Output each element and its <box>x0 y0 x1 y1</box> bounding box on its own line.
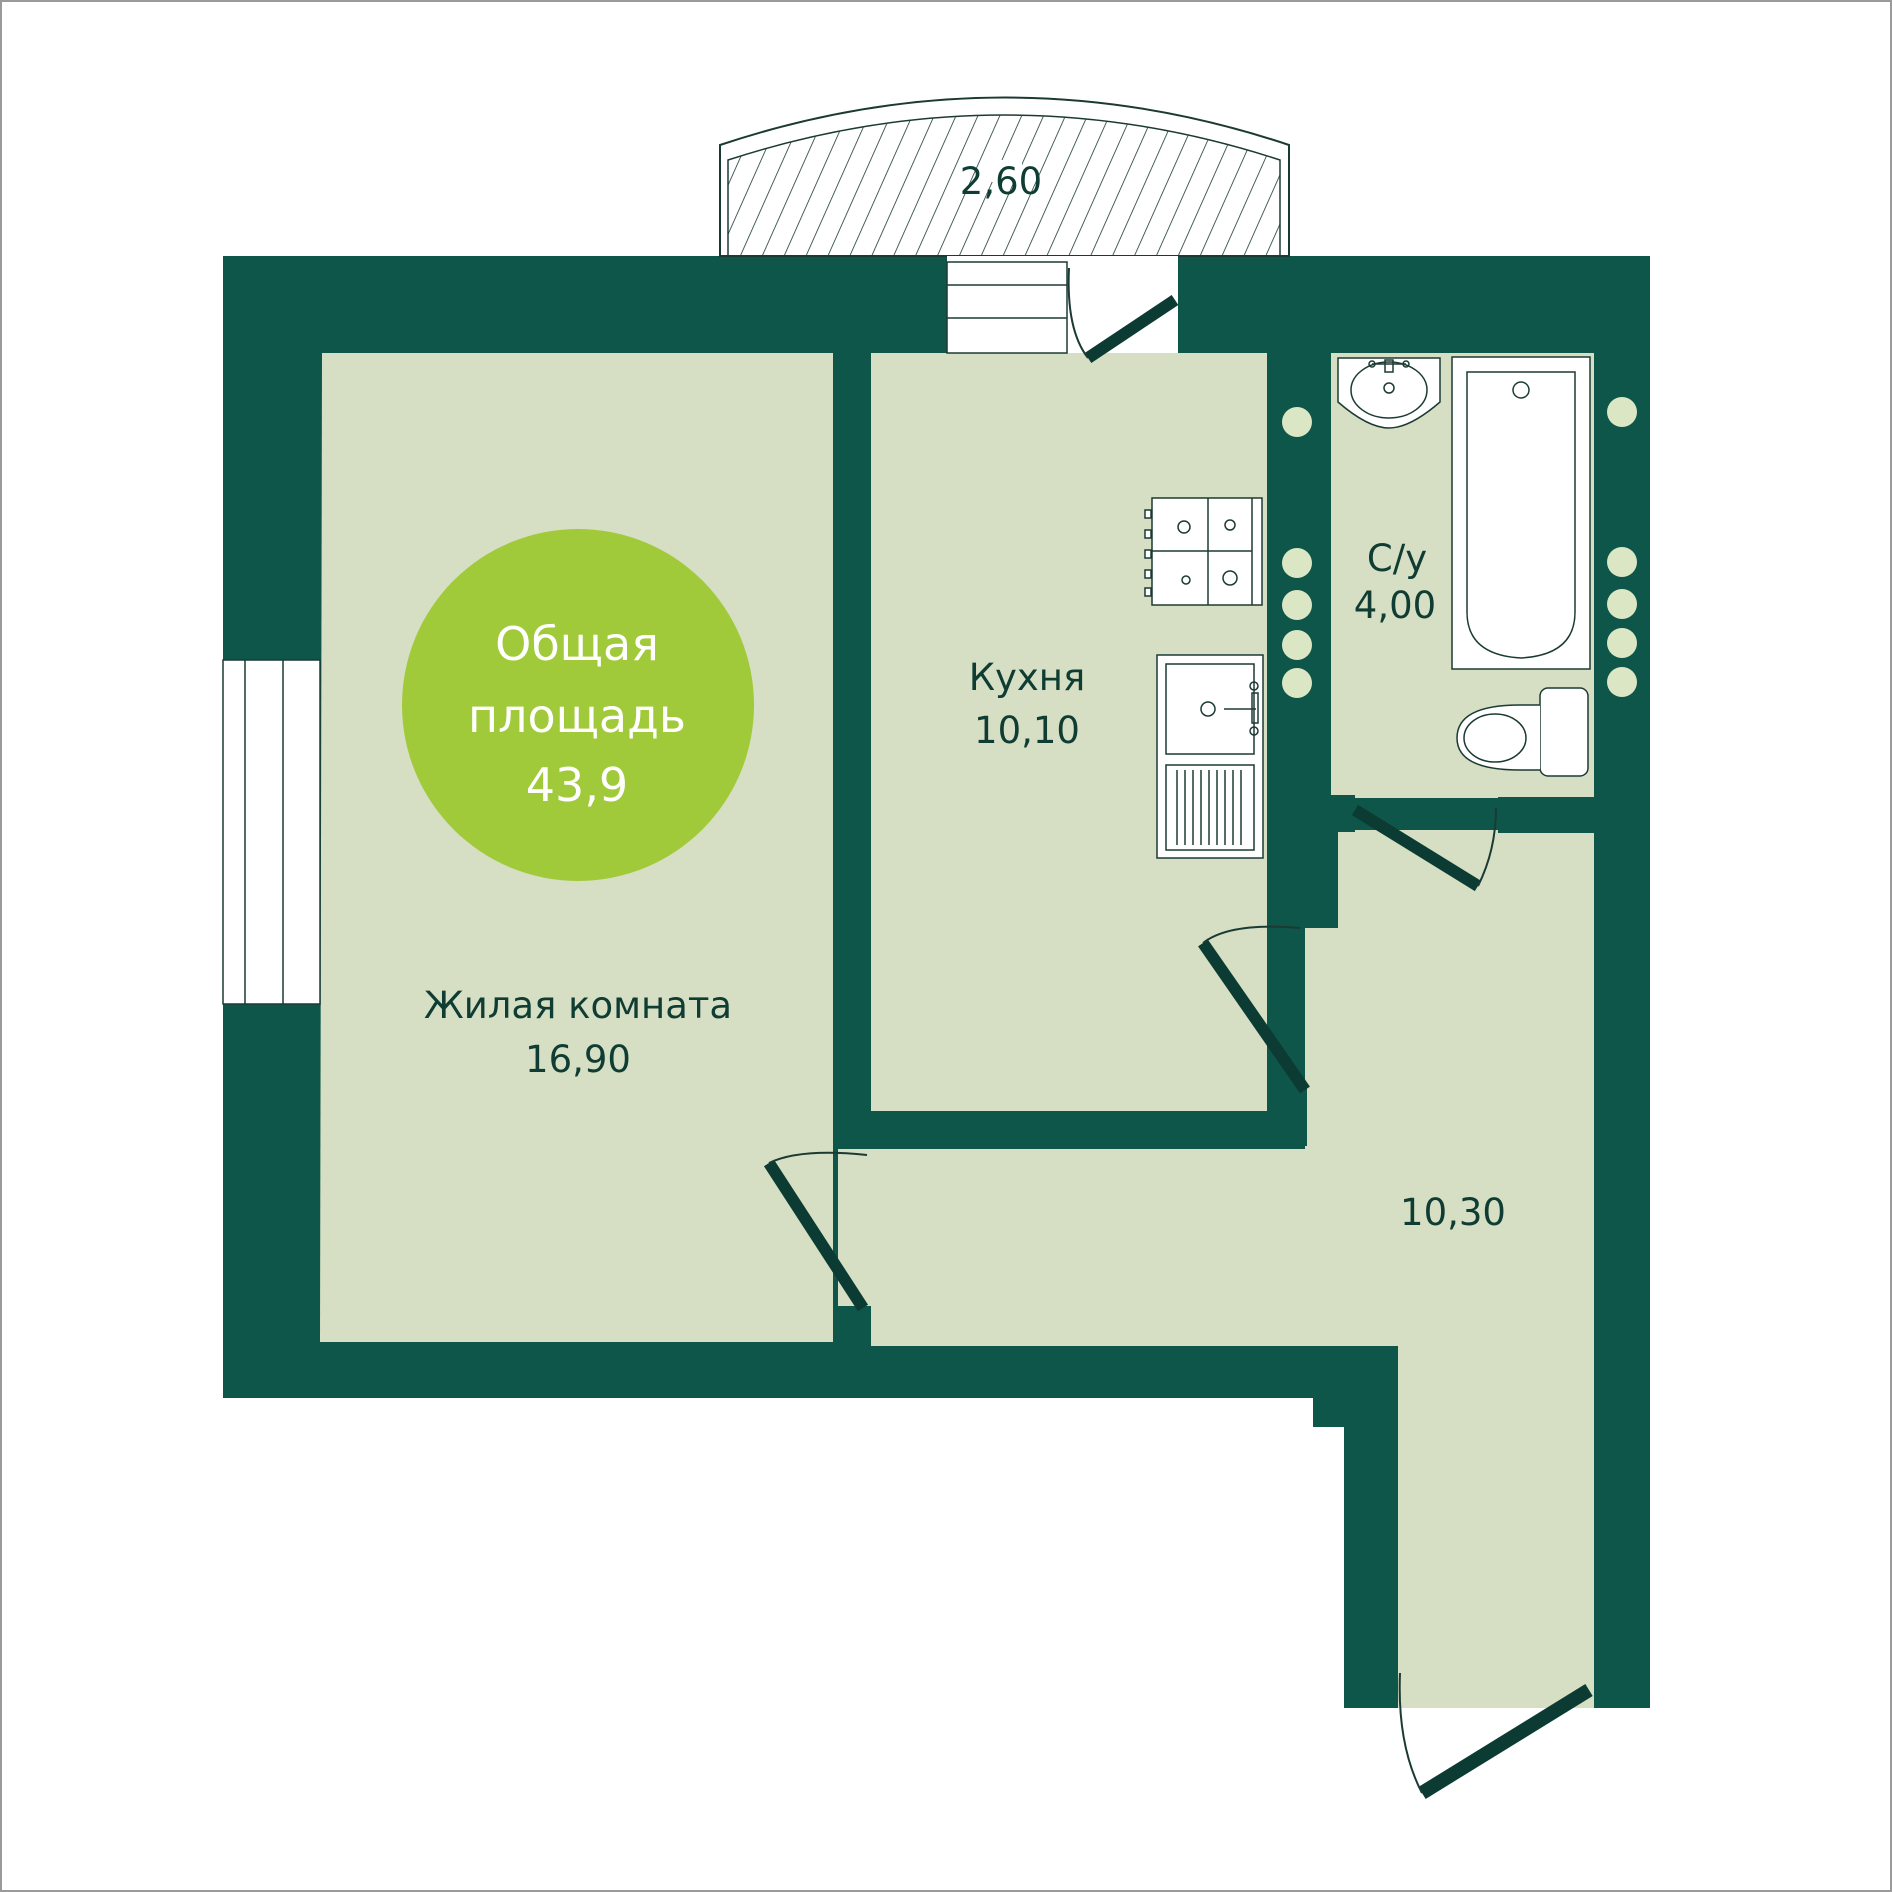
living-room-window <box>222 659 321 1005</box>
bathroom-name: С/у <box>1367 537 1427 580</box>
badge-value: 43,9 <box>526 758 628 812</box>
kitchen-sink-icon <box>1156 654 1264 859</box>
door-swing-icon <box>1198 925 1310 1094</box>
total-area-badge <box>402 529 754 881</box>
hall-area: 10,30 <box>1400 1191 1506 1234</box>
doors <box>763 267 1593 1799</box>
badge-line2: площадь <box>468 689 686 743</box>
window-icon <box>946 261 1068 354</box>
hall-floor <box>838 830 1594 1708</box>
washbasin-icon <box>1337 357 1441 429</box>
ventilation-dots <box>1282 397 1637 698</box>
door-swing-icon <box>1398 1672 1593 1799</box>
living-room-area: 16,90 <box>525 1038 631 1081</box>
kitchen-name: Кухня <box>969 656 1086 699</box>
bathroom-area: 4,00 <box>1354 584 1436 627</box>
living-room-name: Жилая комната <box>424 984 732 1027</box>
toilet-icon <box>1456 687 1589 777</box>
balcony <box>719 96 1290 257</box>
bathtub-icon <box>1451 356 1591 670</box>
kitchen-area: 10,10 <box>974 709 1080 752</box>
door-swing-icon <box>1067 267 1179 363</box>
partition-walls <box>833 353 1650 1708</box>
badge-line1: Общая <box>495 617 659 671</box>
balcony-hatch <box>727 114 1281 257</box>
stove-icon <box>1144 497 1263 606</box>
door-swing-icon <box>1351 804 1497 892</box>
balcony-door-opening <box>946 256 1178 354</box>
door-swing-icon <box>763 1151 869 1312</box>
window-icon <box>222 659 321 1005</box>
balcony-area: 2,60 <box>960 160 1042 203</box>
